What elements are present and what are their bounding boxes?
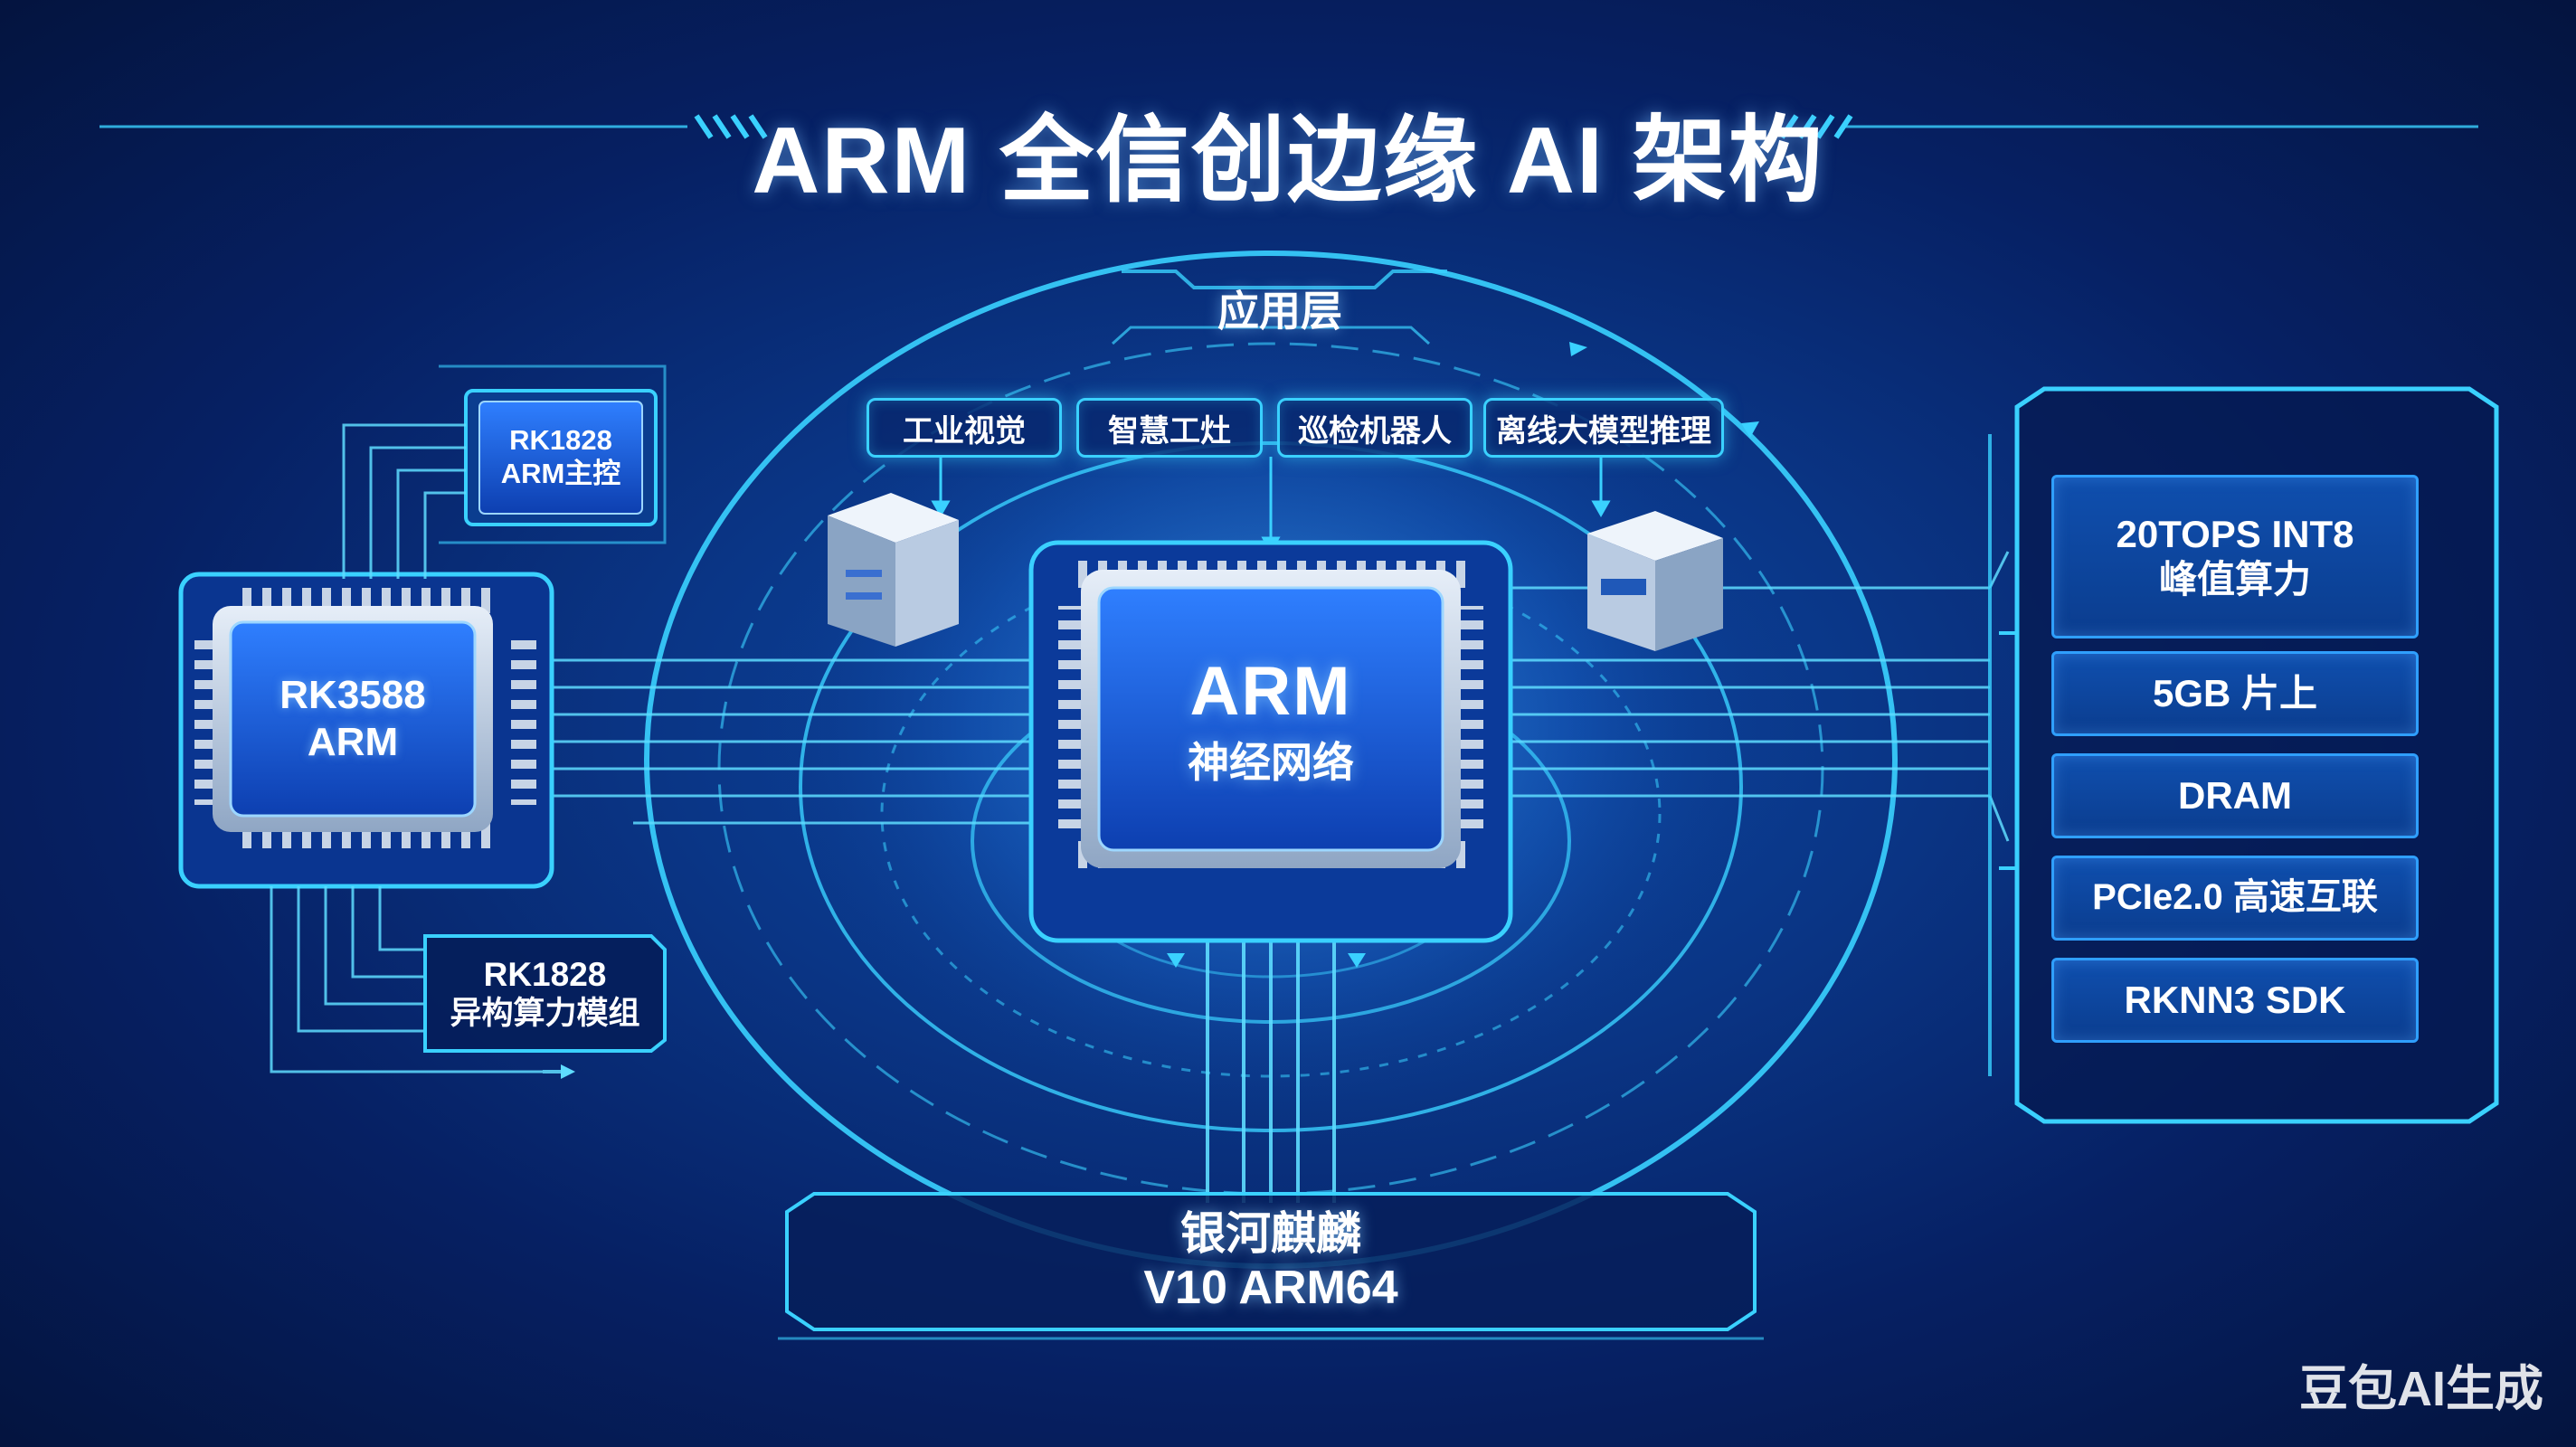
ring-arrows (1167, 342, 1759, 968)
spec-peak-label: 峰值算力 (2158, 557, 2311, 601)
rk3588-chip-label: RK3588 ARM (231, 622, 475, 816)
rk3588-chip-subtitle: ARM (307, 720, 399, 764)
right-data-lines (1465, 551, 2010, 842)
rk1828-module-title: RK1828 (483, 956, 607, 994)
page-title: ARM 全信创边缘 AI 架构 (752, 109, 1824, 213)
rk3588-chip-title: RK3588 (279, 673, 426, 718)
rk3588-chip (178, 572, 554, 889)
center-chip-subtitle: 神经网络 (1188, 738, 1354, 786)
os-name: 银河麒麟 (1180, 1207, 1361, 1259)
center-chip (1028, 540, 1513, 943)
spec-rknn-sdk: RKNN3 SDK (2051, 958, 2419, 1043)
spec-peak-compute: 20TOPS INT8 峰值算力 (2051, 475, 2419, 638)
center-chip-title: ARM (1189, 653, 1352, 731)
app-offline-llm-inference: 离线大模型推理 (1483, 398, 1724, 458)
os-label: 银河麒麟 V10 ARM64 (787, 1194, 1755, 1329)
rk1828-module-subtitle: 异构算力模组 (450, 995, 640, 1031)
app-layer-bracket (1122, 270, 1447, 289)
spec-on-chip-memory: 5GB 片上 (2051, 651, 2419, 736)
app-industrial-vision: 工业视觉 (867, 398, 1062, 458)
rk1828-module-label: RK1828 异构算力模组 (425, 936, 665, 1051)
rk1828-top-chip-title: RK1828 (509, 424, 612, 457)
edge-cube-right (1587, 511, 1723, 651)
spec-pcie-interconnect: PCIe2.0 高速互联 (2051, 856, 2419, 941)
center-chip-label: ARM 神经网络 (1099, 588, 1443, 850)
left-circuit-traces (270, 423, 570, 1073)
edge-cube-left (828, 493, 959, 647)
rk1828-module-frame (423, 934, 667, 1053)
spec-peak-value: 20TOPS INT8 (2116, 512, 2354, 555)
rk1828-top-chip-label: RK1828 ARM主控 (479, 402, 642, 514)
watermark: 豆包AI生成 (2299, 1362, 2543, 1416)
spec-dram: DRAM (2051, 753, 2419, 838)
os-data-lines (1206, 904, 1336, 1203)
rk1828-top-chip (439, 364, 667, 544)
application-layer-label: 应用层 (1217, 288, 1342, 335)
title-decoration (99, 114, 2478, 139)
app-smart-kitchen: 智慧工灶 (1076, 398, 1263, 458)
os-frame (785, 1192, 1757, 1331)
os-version: V10 ARM64 (1143, 1261, 1398, 1314)
left-data-lines (507, 658, 1076, 825)
app-inspection-robot: 巡检机器人 (1277, 398, 1473, 458)
rk1828-top-chip-subtitle: ARM主控 (500, 458, 621, 489)
